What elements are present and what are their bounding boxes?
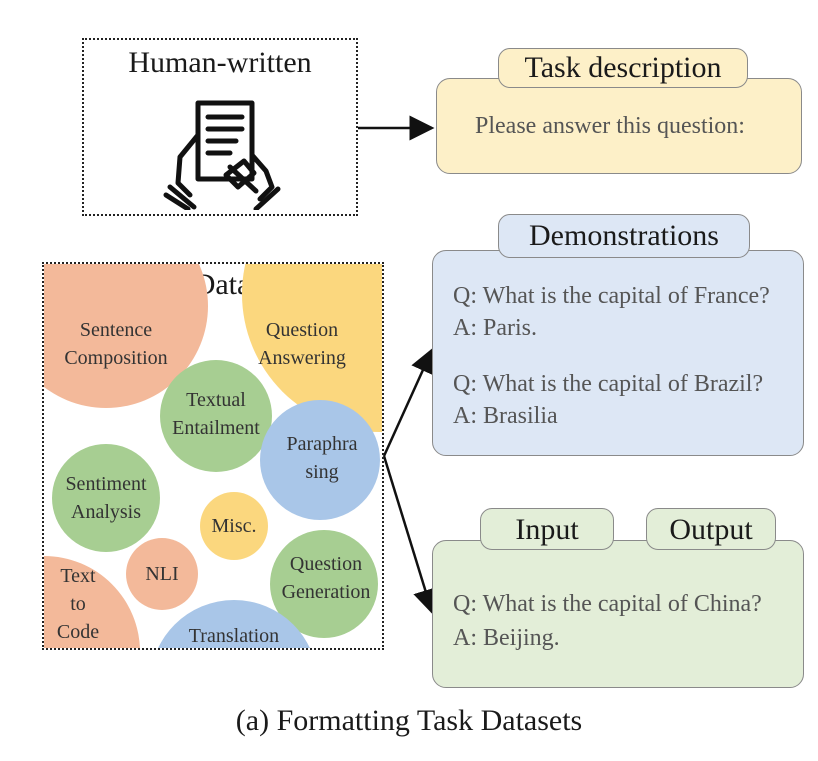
circle-sentence-composition xyxy=(44,264,208,408)
label-sentence-1: Sentence xyxy=(80,319,152,341)
label-qa-1: Question xyxy=(266,319,338,341)
human-written-box: Human-written xyxy=(82,38,358,216)
label-nli: NLI xyxy=(145,563,178,585)
dataset-circles: Sentence Composition Question Answering … xyxy=(44,264,382,648)
label-sentence-2: Composition xyxy=(64,347,167,369)
label-translation: Translation xyxy=(189,625,279,647)
nlp-datasets-box: NLP Datasets Sentence Composition Questi… xyxy=(42,262,384,650)
label-t2c-2: to xyxy=(70,593,86,615)
output-tab: Output xyxy=(646,508,776,550)
circle-paraphrasing xyxy=(260,400,380,520)
hands-document-icon xyxy=(163,100,281,210)
circle-question-answering xyxy=(242,264,382,432)
demo-line-4: A: Brasilia xyxy=(453,403,558,429)
demo-line-1: Q: What is the capital of France? xyxy=(453,283,770,309)
label-qg-1: Question xyxy=(290,553,362,575)
task-description-text: Please answer this question: xyxy=(475,113,745,139)
figure-caption: (a) Formatting Task Datasets xyxy=(235,704,583,737)
circle-translation xyxy=(158,600,310,648)
demo-line-3: Q: What is the capital of Brazil? xyxy=(453,371,764,397)
label-sa-2: Analysis xyxy=(71,501,141,523)
label-t2c-3: Code xyxy=(57,621,99,643)
input-tab: Input xyxy=(480,508,614,550)
label-te-1: Textual xyxy=(186,389,246,411)
circle-text-to-code xyxy=(44,556,140,648)
demonstrations-tab: Demonstrations xyxy=(498,214,750,258)
demonstrations-card: Q: What is the capital of France? A: Par… xyxy=(432,250,804,456)
label-t2c-1: Text xyxy=(60,565,96,587)
arrow-to-io xyxy=(382,455,438,615)
circle-misc xyxy=(200,492,268,560)
label-para-2: sing xyxy=(305,461,338,483)
circle-sentiment-analysis xyxy=(52,444,160,552)
label-te-2: Entailment xyxy=(172,417,260,439)
circle-textual-entailment xyxy=(160,360,272,472)
label-qg-2: Generation xyxy=(282,581,371,603)
demo-line-2: A: Paris. xyxy=(453,315,537,341)
label-qa-2: Answering xyxy=(258,347,346,369)
circle-nli xyxy=(126,538,198,610)
input-output-card: Q: What is the capital of China? A: Beij… xyxy=(432,540,804,688)
arrow-to-demos xyxy=(382,347,435,457)
human-written-title: Human-written xyxy=(128,46,312,79)
circle-question-generation xyxy=(270,530,378,638)
label-sa-1: Sentiment xyxy=(65,473,147,495)
task-description-tab: Task description xyxy=(498,48,748,88)
io-line-1: Q: What is the capital of China? xyxy=(453,591,762,617)
label-misc: Misc. xyxy=(212,515,257,537)
label-para-1: Paraphra xyxy=(286,433,357,455)
io-line-2: A: Beijing. xyxy=(453,625,560,651)
task-description-card: Please answer this question: xyxy=(436,78,802,174)
